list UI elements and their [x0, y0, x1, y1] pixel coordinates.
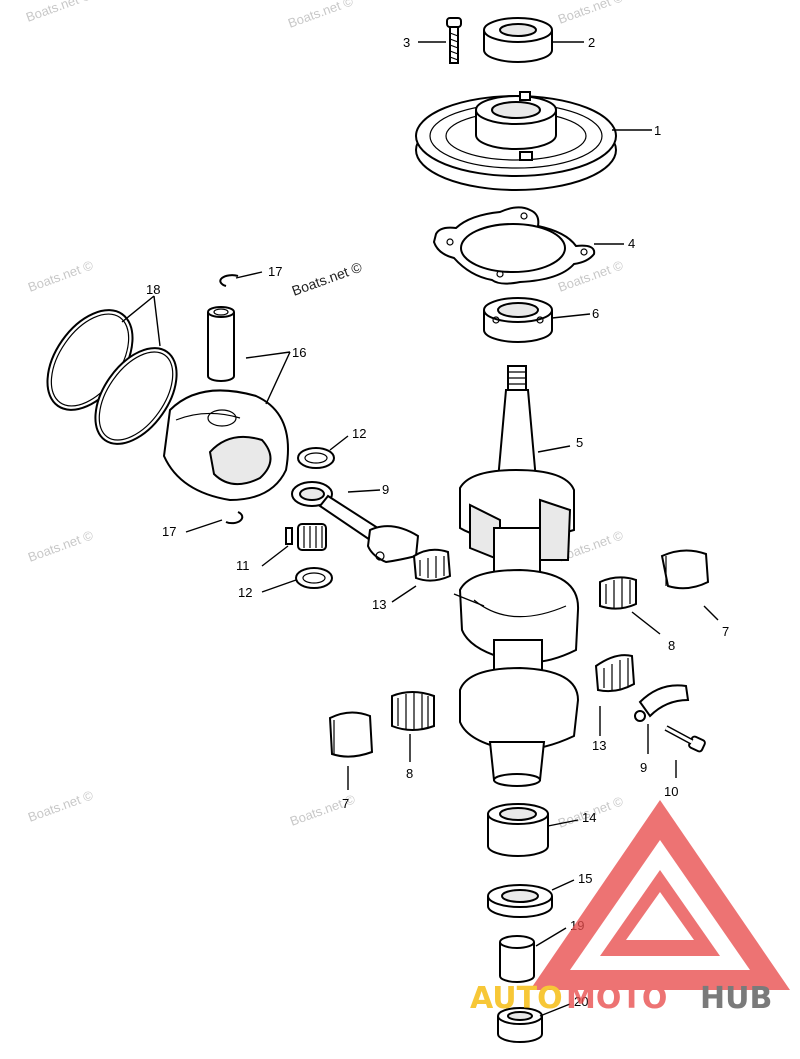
- callout-9: 9: [382, 482, 389, 497]
- part-6-ball-bearing: [483, 297, 553, 343]
- callout-13: 13: [372, 597, 386, 612]
- part-18-piston-rings: [46, 309, 178, 445]
- watermark-text: Boats.net ©: [26, 787, 96, 825]
- callout-20: 20: [574, 994, 588, 1009]
- part-13-bearing-upper-left: [412, 548, 452, 582]
- part-11-needle-bearing: [285, 523, 327, 551]
- callout-17: 17: [162, 524, 176, 539]
- part-15-seal: [487, 884, 553, 918]
- automotohub-logo: AUTO MOTO HUB: [470, 800, 790, 1016]
- part-8-bearing-cage-left: [391, 691, 435, 731]
- callout-14: 14: [582, 810, 596, 825]
- callout-6: 6: [592, 306, 599, 321]
- watermark-text: Boats.net ©: [24, 0, 94, 25]
- leader-lines: [121, 41, 719, 1017]
- part-5-crankshaft: [458, 365, 580, 787]
- part-17-clip-lower: [225, 511, 244, 525]
- part-4-gasket: [432, 206, 596, 285]
- callout-1: 1: [654, 123, 661, 138]
- callout-12: 12: [238, 585, 252, 600]
- part-10-rod-bolt: [664, 725, 706, 753]
- watermark-text-center: Boats.net ©: [290, 258, 365, 298]
- part-3-screw: [446, 17, 462, 64]
- callout-16: 16: [292, 345, 306, 360]
- part-2-oil-seal: [483, 17, 553, 63]
- callout-10: 10: [664, 784, 678, 799]
- callout-15: 15: [578, 871, 592, 886]
- part-17-clip-upper: [219, 274, 239, 287]
- logo-text-moto: MOTO: [566, 981, 667, 1016]
- part-16-piston-pin: [207, 306, 235, 382]
- part-12-thrust-washer-upper: [297, 447, 335, 469]
- part-20-bearing: [497, 1007, 543, 1043]
- part-9-connecting-rod: [291, 481, 420, 564]
- part-12-thrust-washer-lower: [295, 567, 333, 589]
- part-19-sleeve: [499, 935, 535, 983]
- callout-7: 7: [722, 624, 729, 639]
- part-8-bearing-cage-right: [599, 576, 637, 610]
- callout-3: 3: [403, 35, 410, 50]
- callout-13: 13: [592, 738, 606, 753]
- callout-11: 11: [236, 558, 250, 573]
- callout-8: 8: [668, 638, 675, 653]
- part-7-race-right: [660, 549, 710, 590]
- callout-7: 7: [342, 796, 349, 811]
- part-14-needle-bearing: [487, 803, 549, 857]
- logo-text-auto: AUTO: [470, 981, 563, 1016]
- callout-12: 12: [352, 426, 366, 441]
- callout-4: 4: [628, 236, 635, 251]
- callout-2: 2: [588, 35, 595, 50]
- logo-text-hub: HUB: [700, 981, 772, 1016]
- piston: [162, 389, 289, 502]
- part-13-bearing-lower-right: [594, 654, 636, 693]
- callout-8: 8: [406, 766, 413, 781]
- watermark-text: Boats.net ©: [26, 257, 96, 295]
- part-7-race-left: [328, 711, 374, 758]
- callout-17: 17: [268, 264, 282, 279]
- callout-18: 18: [146, 282, 160, 297]
- callout-9: 9: [640, 760, 647, 775]
- callout-5: 5: [576, 435, 583, 450]
- part-1-end-cap: [415, 91, 617, 191]
- watermark-text: Boats.net ©: [286, 0, 356, 31]
- part-9-rod-cap: [634, 684, 690, 722]
- watermark-text: Boats.net ©: [556, 0, 626, 27]
- watermark-text: Boats.net ©: [26, 527, 96, 565]
